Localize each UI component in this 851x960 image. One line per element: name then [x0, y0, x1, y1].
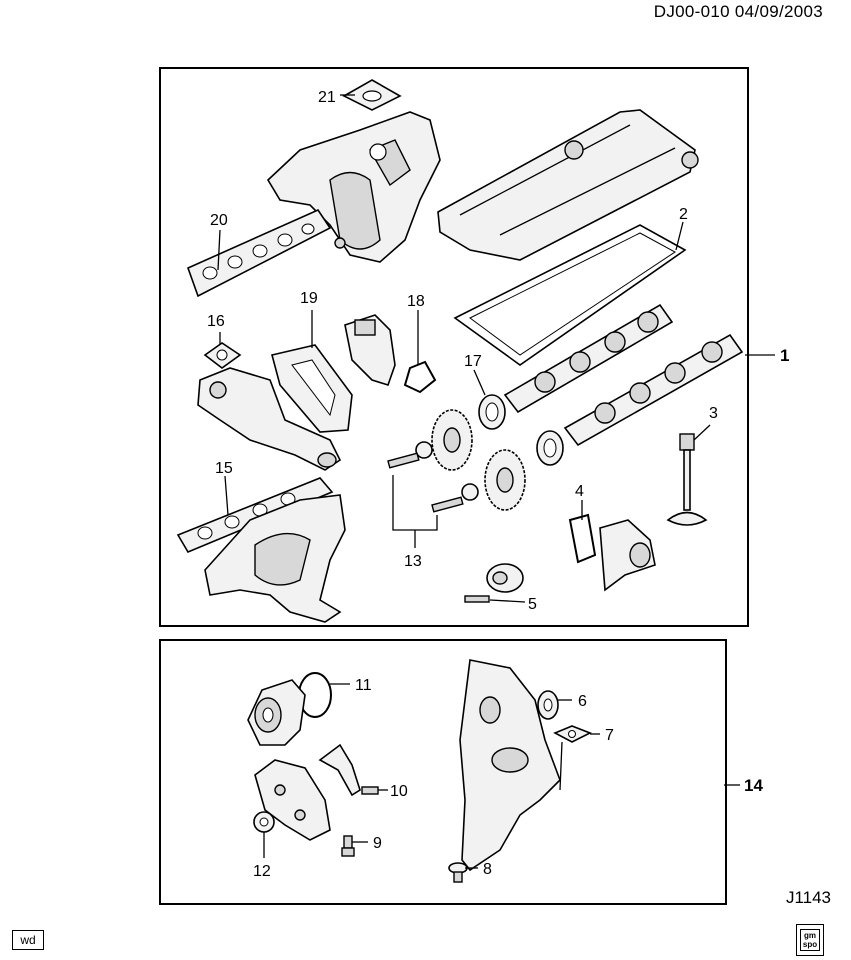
callout-14: 14	[744, 776, 763, 795]
bolt-9	[341, 835, 355, 857]
callout-10: 10	[390, 783, 408, 800]
illustration-code: J1143	[785, 888, 831, 907]
callout-11: 11	[355, 677, 372, 694]
gasket-21	[342, 79, 402, 111]
callout-bracket-13	[392, 475, 438, 531]
gasket-19	[271, 344, 353, 433]
callout-1: 1	[780, 346, 789, 365]
upper-kit-frame	[159, 67, 749, 627]
callout-9: 9	[373, 835, 382, 852]
callout-5: 5	[528, 596, 537, 613]
tensioner-5	[464, 563, 524, 603]
gear-bolt-13	[387, 452, 464, 513]
callout-18: 18	[407, 293, 425, 310]
intake-manifold	[266, 111, 441, 263]
thermostat-assembly-16	[197, 367, 342, 471]
camshaft-cover	[437, 109, 699, 261]
intake-gasket-20	[186, 208, 332, 298]
callout-6: 6	[578, 693, 587, 710]
water-pump	[247, 679, 306, 746]
callout-7: 7	[605, 727, 614, 744]
camshaft-gear-lower	[461, 449, 526, 511]
seal-6	[537, 690, 559, 720]
wd-badge: wd	[12, 930, 44, 950]
gasket-16	[203, 342, 242, 369]
sensor-assembly	[344, 314, 396, 386]
camshaft-seal-lower	[536, 430, 564, 466]
callout-17: 17	[464, 353, 482, 370]
callout-12: 12	[253, 863, 271, 880]
thermostat-housing	[599, 519, 656, 592]
valve-3	[666, 433, 708, 526]
oil-seal-12	[253, 811, 275, 833]
callout-21: 21	[318, 89, 336, 106]
bracket-10	[318, 743, 379, 797]
camshaft-lower	[563, 333, 744, 447]
lower-kit-frame	[159, 639, 727, 905]
logo-text: gm spo	[800, 929, 820, 951]
camshaft-seal-17	[478, 394, 506, 430]
callout-8: 8	[483, 861, 492, 878]
callout-16: 16	[207, 313, 225, 330]
callout-19: 19	[300, 290, 318, 307]
callout-3: 3	[709, 405, 718, 422]
document-id-header: DJ00-010 04/09/2003	[653, 2, 823, 21]
callout-15: 15	[215, 460, 233, 477]
camshaft-upper	[503, 303, 674, 414]
thermostat-gasket-4	[568, 513, 597, 564]
callout-4: 4	[575, 483, 584, 500]
gasket-7	[553, 725, 592, 743]
callout-20: 20	[210, 212, 228, 229]
cover-gasket-2	[453, 224, 687, 366]
gm-spo-logo: gm spo	[796, 924, 824, 956]
exhaust-manifold	[204, 494, 346, 623]
exhaust-gasket-15	[176, 477, 334, 554]
camshaft-gear-upper	[415, 409, 473, 471]
callout-2: 2	[679, 206, 688, 223]
timing-front-cover	[459, 659, 561, 872]
plug-8	[448, 862, 468, 883]
callout-13: 13	[404, 553, 422, 570]
seal-18	[403, 360, 437, 394]
